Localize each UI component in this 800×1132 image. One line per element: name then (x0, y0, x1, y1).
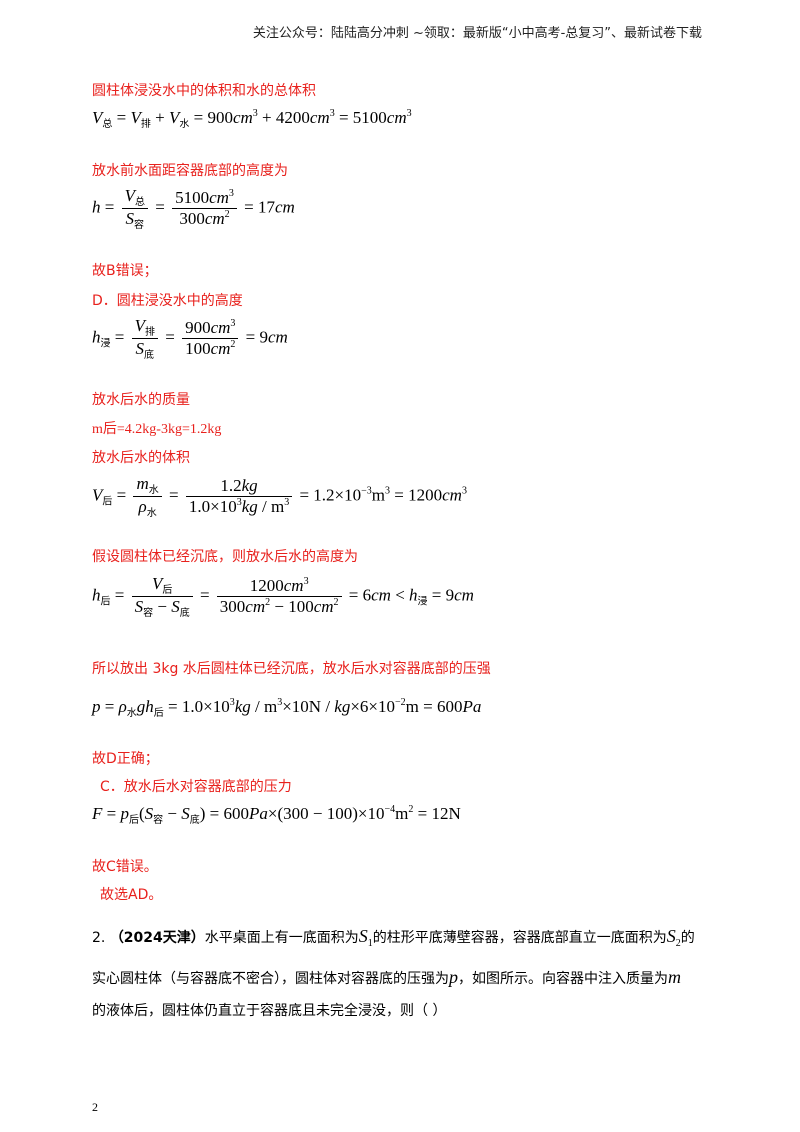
text-line: 圆柱体浸没水中的体积和水的总体积 (92, 83, 316, 99)
equation-pressure: p = ρ水gh后 = 1.0×103kg / m3×10N / kg×6×10… (92, 697, 482, 719)
question-source: （2024天津） (109, 930, 205, 946)
text-line: C．放水后水对容器底部的压力 (100, 779, 292, 795)
text-line: m后=4.2kg-3kg=1.2kg (92, 422, 222, 437)
question-line-3: 的液体后，圆柱体仍直立于容器底且未完全浸没，则（ ） (92, 1003, 447, 1019)
question-number: 2. (92, 930, 106, 946)
text-line: 放水前水面距容器底部的高度为 (92, 163, 288, 179)
text-line: 故B错误； (92, 263, 158, 279)
page-header: 关注公众号：陆陆高分冲刺 ~领取：最新版“小中高考-总复习”、最新试卷下载 (252, 26, 702, 41)
text-line: 故选AD。 (100, 887, 163, 903)
question-line-2: 实心圆柱体（与容器底不密合），圆柱体对容器底的压强为p，如图所示。向容器中注入质… (92, 967, 681, 987)
text-line: D．圆柱浸没水中的高度 (92, 293, 243, 309)
question-line-1: 2. （2024天津）水平桌面上有一底面积为S1的柱形平底薄壁容器，容器底部直立… (92, 926, 695, 949)
page-number: 2 (92, 1100, 98, 1114)
text-line: 所以放出 3kg 水后圆柱体已经沉底，放水后水对容器底部的压强 (92, 661, 491, 677)
text-line: 假设圆柱体已经沉底，则放水后水的高度为 (92, 549, 358, 565)
text-line: 放水后水的质量 (92, 392, 190, 408)
text-line: 放水后水的体积 (92, 450, 190, 466)
text-line: 故D正确； (92, 751, 159, 767)
equation-force: F = p后(S容 − S底) = 600Pa×(300 − 100)×10−4… (92, 804, 461, 826)
text-line: 故C错误。 (92, 859, 158, 875)
equation-total-volume: V总 = V排 + V水 = 900cm3 + 4200cm3 = 5100cm… (92, 108, 412, 130)
